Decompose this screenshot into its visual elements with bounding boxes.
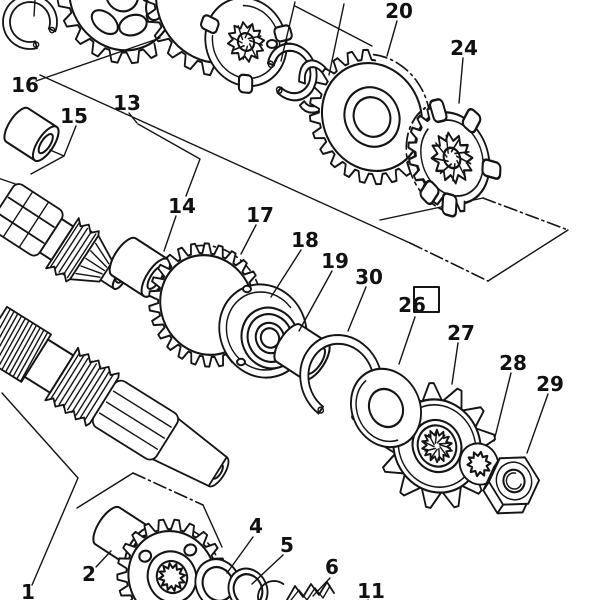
part-label-24[interactable]: 24 bbox=[450, 36, 478, 60]
part-label-11[interactable]: 11 bbox=[357, 579, 385, 600]
leader-line bbox=[280, 1, 296, 62]
part-label-18[interactable]: 18 bbox=[291, 228, 319, 252]
leader-line-17 bbox=[240, 224, 257, 255]
part-label-14[interactable]: 14 bbox=[168, 194, 196, 218]
leader-line-27 bbox=[451, 342, 459, 385]
part-label-16[interactable]: 16 bbox=[11, 73, 39, 97]
part-label-13[interactable]: 13 bbox=[113, 91, 141, 115]
leader-line-28 bbox=[493, 372, 512, 442]
leader-line-14b bbox=[137, 123, 201, 197]
part-label-15[interactable]: 15 bbox=[60, 104, 88, 128]
part-label-20[interactable]: 20 bbox=[385, 0, 413, 23]
leader-line-13 bbox=[128, 112, 138, 124]
leader-line-4 bbox=[226, 536, 254, 574]
leader-line-6 bbox=[312, 577, 331, 597]
part-label-1[interactable]: 1 bbox=[21, 580, 35, 600]
part-label-4[interactable]: 4 bbox=[249, 514, 263, 538]
leader-line-18 bbox=[270, 249, 302, 298]
part-label-27[interactable]: 27 bbox=[447, 321, 475, 345]
part-label-29[interactable]: 29 bbox=[536, 372, 564, 396]
leader-line-1 bbox=[1, 392, 79, 586]
part-label-2[interactable]: 2 bbox=[82, 562, 96, 586]
leader-line-16 bbox=[35, 37, 161, 82]
part-label-19[interactable]: 19 bbox=[321, 249, 349, 273]
leader-line-2 bbox=[95, 550, 112, 568]
leader-lines bbox=[1, 0, 549, 600]
part-label-26[interactable]: 26 bbox=[398, 293, 426, 317]
part-label-30[interactable]: 30 bbox=[355, 265, 383, 289]
leader-line-5 bbox=[251, 554, 284, 585]
leader-line bbox=[33, 0, 36, 17]
part-label-6[interactable]: 6 bbox=[325, 555, 339, 579]
leader-line-15b bbox=[30, 155, 65, 175]
leader-line-29 bbox=[526, 393, 549, 454]
exploded-view-artwork bbox=[0, 0, 540, 600]
highlighted-part-box[interactable] bbox=[413, 286, 440, 313]
part-label-17[interactable]: 17 bbox=[246, 203, 274, 227]
leader-line bbox=[328, 3, 345, 76]
leader-line-19 bbox=[298, 270, 333, 332]
leader-line-20 bbox=[386, 20, 398, 57]
part-label-28[interactable]: 28 bbox=[499, 351, 527, 375]
part-label-5[interactable]: 5 bbox=[280, 533, 294, 557]
leader-line-30 bbox=[347, 286, 367, 332]
leader-line-24 bbox=[458, 57, 464, 104]
leader-line bbox=[294, 5, 373, 47]
leader-line-14 bbox=[163, 215, 177, 252]
leader-line-26 bbox=[398, 316, 416, 365]
